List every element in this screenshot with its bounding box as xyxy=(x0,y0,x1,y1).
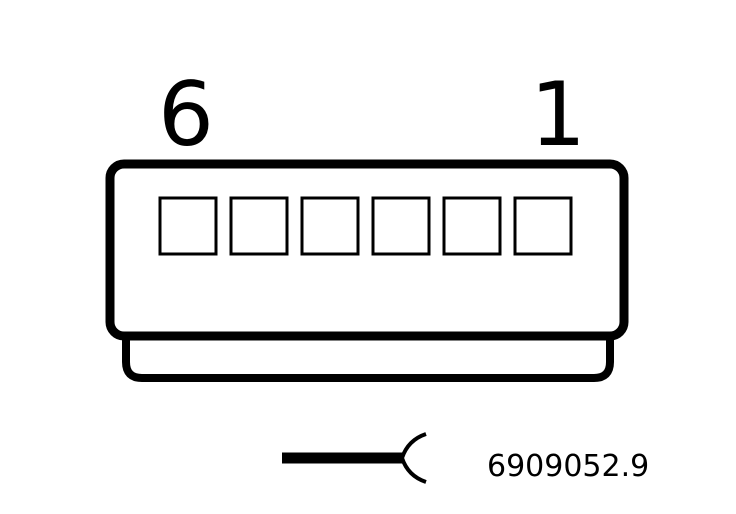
connector-housing xyxy=(105,159,629,341)
pin-label-1: 1 xyxy=(530,63,586,166)
pin-cavities xyxy=(158,196,573,256)
pin-cavity-1 xyxy=(513,196,573,256)
wire-harness-icon xyxy=(282,432,427,484)
pin-cavity-2 xyxy=(442,196,502,256)
pin-cavity-4 xyxy=(300,196,360,256)
pin-label-6: 6 xyxy=(158,63,214,166)
reference-code: 6909052.9 xyxy=(487,449,649,484)
pin-cavity-6 xyxy=(158,196,218,256)
pin-cavity-5 xyxy=(229,196,289,256)
pin-cavity-3 xyxy=(371,196,431,256)
connector-base-lip xyxy=(122,330,614,382)
